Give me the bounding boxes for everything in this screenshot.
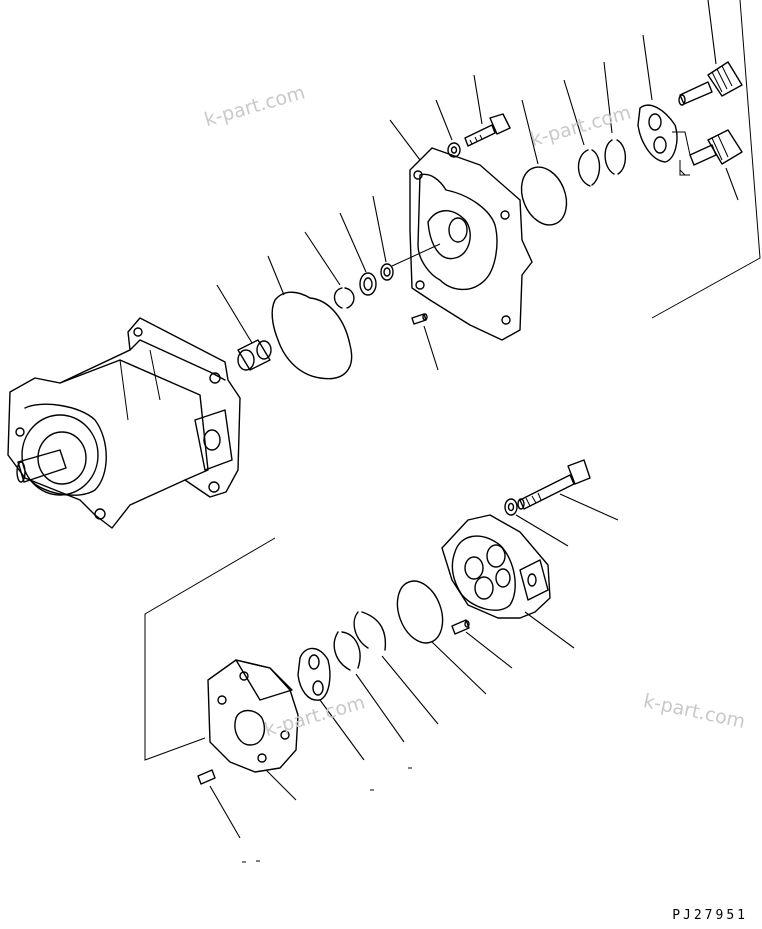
o-ring-part[interactable] [513, 160, 574, 231]
leader-line [265, 769, 297, 801]
leader-line [209, 785, 241, 839]
leader-line [372, 195, 387, 263]
washer-part[interactable] [504, 498, 518, 516]
leader-line [707, 0, 717, 65]
leader-line [304, 231, 341, 286]
leader-line [339, 212, 367, 273]
mark [242, 767, 412, 863]
front-flange-part[interactable] [207, 659, 299, 773]
drive-gear-part[interactable] [678, 61, 743, 106]
washer-part[interactable] [380, 263, 394, 281]
leader-line [319, 699, 365, 761]
group-bracket [144, 537, 276, 761]
snap-ring-part[interactable] [333, 287, 355, 309]
long-bolt-part[interactable] [517, 459, 591, 510]
leader-line [521, 99, 539, 165]
leader-line [524, 611, 575, 649]
leader-line [563, 79, 585, 146]
driven-gear-part[interactable] [689, 129, 743, 166]
leader-line [389, 119, 421, 161]
leader-line [216, 284, 253, 344]
bushing-plate-part[interactable] [637, 104, 678, 163]
leader-line [431, 641, 487, 695]
group-bracket [679, 160, 690, 176]
leader-line [559, 493, 619, 521]
leader-line [423, 325, 439, 371]
gasket-part[interactable] [271, 291, 353, 380]
leader-line [603, 61, 613, 134]
washer-part[interactable] [447, 142, 461, 158]
dowel-pin-part[interactable] [451, 619, 470, 635]
bushing-part[interactable] [237, 339, 272, 371]
backup-ring-part[interactable] [604, 139, 627, 175]
cover-plate-part[interactable] [391, 147, 533, 341]
leader-line [642, 34, 653, 101]
leader-line [381, 655, 439, 725]
bolt-part[interactable] [464, 113, 511, 147]
leader-line [515, 514, 569, 547]
dowel-pin-part[interactable] [411, 313, 428, 325]
group-bracket [651, 0, 761, 319]
leader-line [355, 673, 405, 743]
leader-line [725, 167, 739, 201]
dowel-pin-part[interactable] [197, 769, 216, 785]
backup-ring-part[interactable] [577, 149, 601, 187]
leader-line [267, 255, 285, 296]
leader-line [465, 631, 513, 669]
main-pump-body[interactable] [7, 317, 241, 529]
rear-cover-part[interactable] [441, 514, 551, 619]
bearing-part[interactable] [359, 272, 377, 296]
backup-ring-part[interactable] [333, 631, 361, 671]
bushing-plate-part[interactable] [297, 647, 331, 701]
backup-ring-part[interactable] [353, 611, 387, 651]
drawing-code: PJ27951 [672, 908, 748, 923]
leader-line [473, 74, 483, 125]
leader-line [435, 99, 453, 141]
o-ring-part[interactable] [389, 575, 450, 650]
